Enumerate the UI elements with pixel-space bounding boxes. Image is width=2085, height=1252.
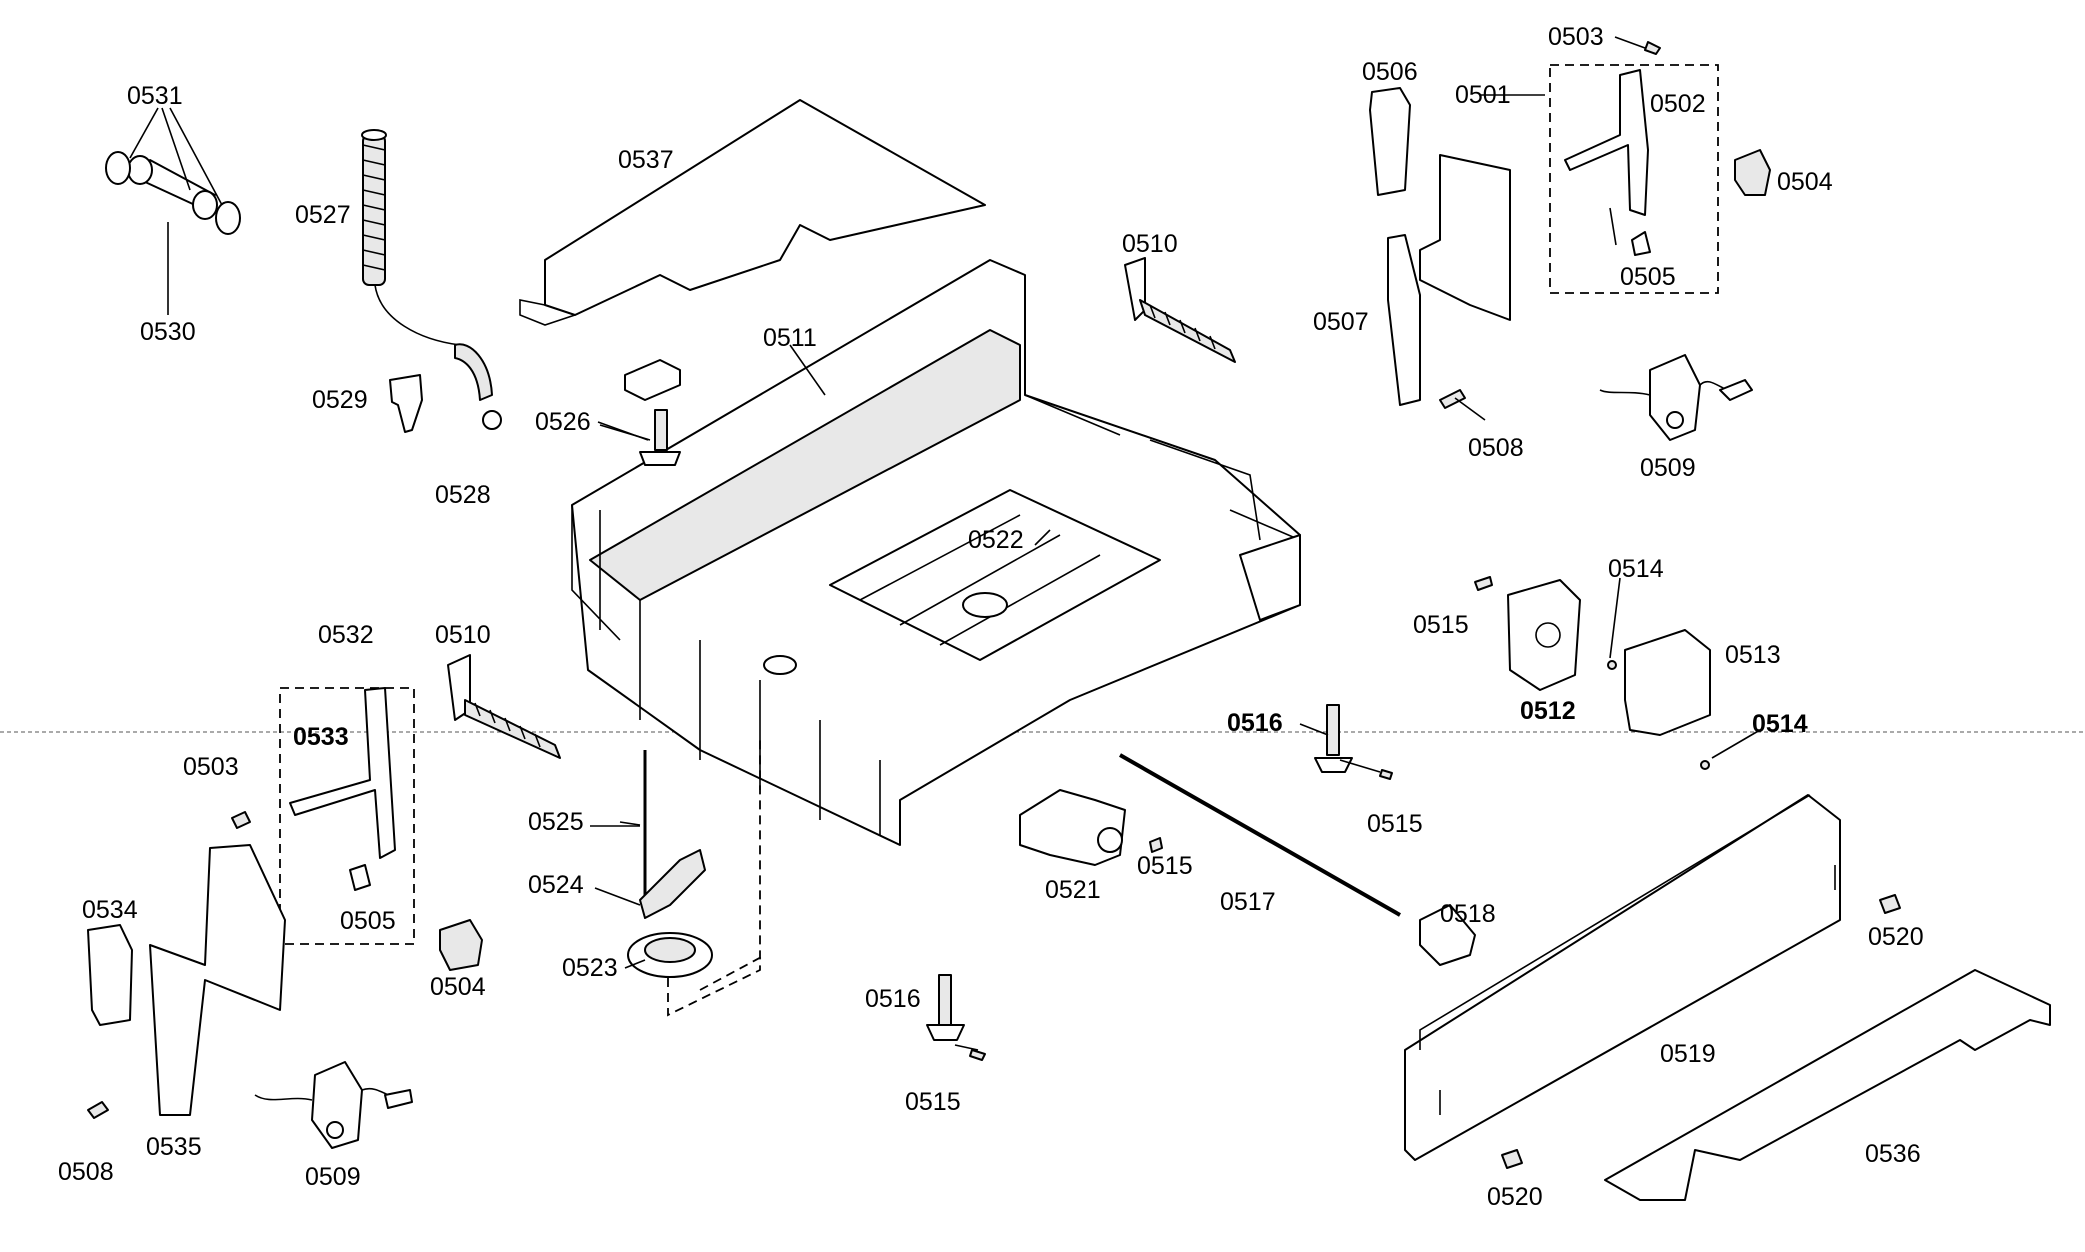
label-0534: 0534 — [82, 896, 138, 924]
label-0525: 0525 — [528, 808, 584, 836]
part-0536-strip — [1604, 969, 2051, 1201]
label-0504-left: 0504 — [430, 973, 486, 1001]
label-0526: 0526 — [535, 408, 591, 436]
label-0536: 0536 — [1865, 1140, 1921, 1168]
part-0504-clip-left — [439, 919, 483, 971]
label-0501: 0501 — [1455, 81, 1511, 109]
part-0507-plate — [1387, 94, 1545, 406]
label-0514-bottom: 0514 — [1752, 710, 1808, 738]
label-0532: 0532 — [318, 621, 374, 649]
label-0527: 0527 — [295, 201, 351, 229]
label-0515-right: 0515 — [1413, 611, 1469, 639]
label-0509-left: 0509 — [305, 1163, 361, 1191]
part-0510-spring-left — [447, 654, 561, 759]
part-0512-housing — [1507, 579, 1581, 691]
label-0503-top: 0503 — [1548, 23, 1604, 51]
part-0504-clip-top — [1734, 149, 1771, 196]
part-0509-sensor-top — [1599, 354, 1753, 441]
label-0503-left: 0503 — [183, 753, 239, 781]
part-0515-screw-a — [1474, 576, 1493, 591]
label-0518: 0518 — [1440, 900, 1496, 928]
part-0510-spring-top — [1124, 257, 1236, 363]
part-0516-foot-b — [926, 974, 986, 1061]
label-0505-left: 0505 — [340, 907, 396, 935]
part-0508-screw-left — [87, 1101, 109, 1119]
label-0528: 0528 — [435, 481, 491, 509]
label-0502: 0502 — [1650, 90, 1706, 118]
part-0530-tube — [127, 155, 218, 220]
label-leaders — [590, 424, 1329, 969]
part-0522 — [1034, 529, 1051, 546]
label-0515-valve: 0515 — [1137, 852, 1193, 880]
label-0524: 0524 — [528, 871, 584, 899]
leader-lines — [789, 207, 1617, 396]
label-0529: 0529 — [312, 386, 368, 414]
part-0523-pump — [627, 735, 761, 1017]
part-0526-foot — [597, 359, 681, 466]
part-0509-sensor-left — [254, 1061, 413, 1149]
part-0524-hose — [639, 849, 706, 919]
part-0508-screw-top — [1439, 389, 1486, 421]
label-0535: 0535 — [146, 1133, 202, 1161]
label-0520-bottom: 0520 — [1487, 1183, 1543, 1211]
label-0513: 0513 — [1725, 641, 1781, 669]
label-0506: 0506 — [1362, 58, 1418, 86]
part-0521-valve — [1019, 789, 1163, 866]
part-0503-screw-left — [231, 811, 251, 829]
label-0537: 0537 — [618, 146, 674, 174]
label-0508-left: 0508 — [58, 1158, 114, 1186]
label-0517: 0517 — [1220, 888, 1276, 916]
part-0535-plate — [149, 844, 286, 1116]
part-0531-clamps — [105, 107, 241, 315]
part-0518-knob — [1419, 904, 1476, 966]
label-0522: 0522 — [968, 526, 1024, 554]
part-0532-group-left — [279, 687, 415, 945]
part-0520-screws — [1501, 894, 1901, 1169]
label-0509-top: 0509 — [1640, 454, 1696, 482]
part-0503-screw-top — [1614, 36, 1661, 55]
labels: 0531 0530 0527 0529 0528 0537 0511 0526 … — [58, 23, 1924, 1211]
label-0523: 0523 — [562, 954, 618, 982]
part-0527-spring — [361, 129, 502, 430]
label-0515-bottom: 0515 — [905, 1088, 961, 1116]
label-0508-top: 0508 — [1468, 434, 1524, 462]
label-0515-mid: 0515 — [1367, 810, 1423, 838]
label-0512: 0512 — [1520, 697, 1576, 725]
label-0507: 0507 — [1313, 308, 1369, 336]
part-0525-rod — [619, 750, 647, 900]
part-0506-bracket — [1369, 87, 1411, 196]
label-0533: 0533 — [293, 723, 349, 751]
part-0513-cover — [1624, 629, 1711, 736]
part-0514-screws — [1607, 577, 1761, 770]
label-0530: 0530 — [140, 318, 196, 346]
label-0520-right: 0520 — [1868, 923, 1924, 951]
label-0514-top: 0514 — [1608, 555, 1664, 583]
label-0511: 0511 — [763, 324, 817, 352]
part-0502-group-top — [1549, 64, 1719, 294]
part-0529-clip — [389, 374, 423, 433]
label-0510-left: 0510 — [435, 621, 491, 649]
dashed-leader — [699, 954, 766, 991]
part-0517-rod — [1119, 753, 1401, 917]
part-0511-base-frame — [571, 259, 1301, 846]
part-0519-front-panel — [1404, 794, 1841, 1161]
label-0510-top: 0510 — [1122, 230, 1178, 258]
label-0519: 0519 — [1660, 1040, 1716, 1068]
part-0534-bracket — [87, 924, 133, 1026]
label-0516-bottom: 0516 — [865, 985, 921, 1013]
part-0537-cover-panel — [519, 99, 986, 326]
part-0516-foot-a — [1314, 704, 1393, 780]
label-0504-top: 0504 — [1777, 168, 1833, 196]
label-0521: 0521 — [1045, 876, 1101, 904]
label-0516-top: 0516 — [1227, 709, 1283, 737]
label-0531: 0531 — [127, 82, 183, 110]
label-0505-top: 0505 — [1620, 263, 1676, 291]
